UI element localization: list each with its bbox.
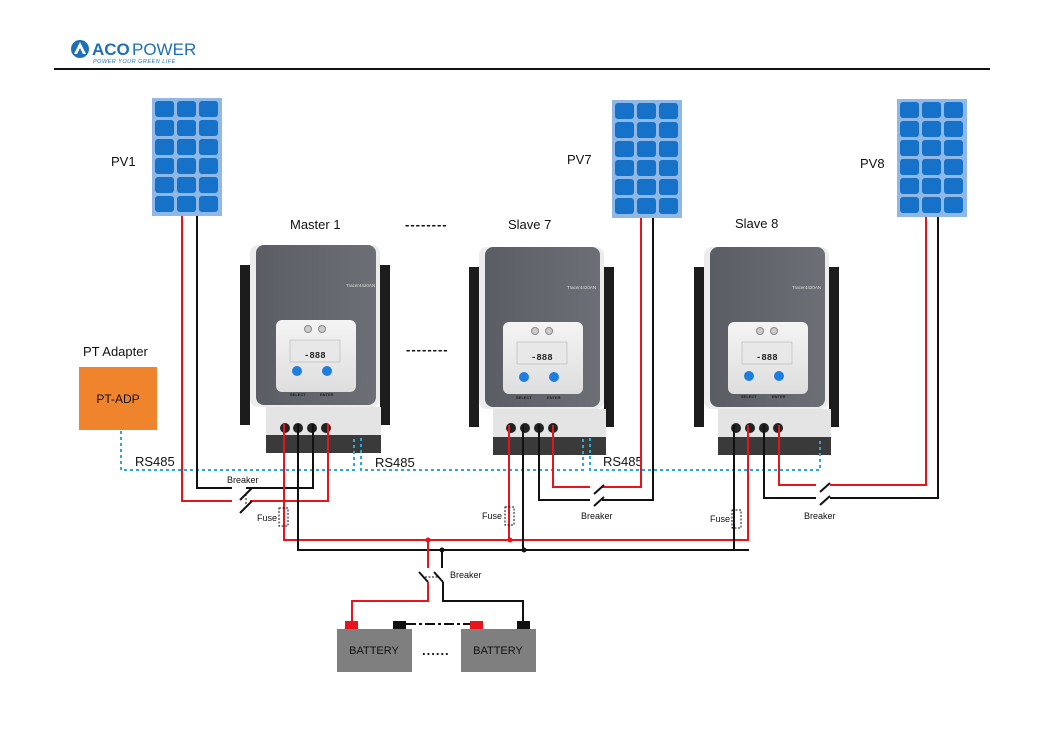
fuse-label: Fuse bbox=[710, 514, 730, 524]
rs485-bus: RS485 RS485 RS485 bbox=[121, 431, 820, 470]
breaker-icon bbox=[594, 485, 604, 506]
enter-label: ENTER bbox=[547, 395, 561, 400]
controller-label-slave8: Slave 8 bbox=[735, 216, 778, 231]
solar-panel-icon bbox=[897, 99, 967, 217]
breaker-label: Breaker bbox=[450, 570, 482, 580]
mounting-bracket-right bbox=[380, 265, 390, 425]
pt-adapter-title: PT Adapter bbox=[83, 344, 148, 359]
controller-label-master: Master 1 bbox=[290, 217, 341, 232]
enter-button[interactable] bbox=[322, 366, 332, 376]
controller-model: Tracer4420AN bbox=[567, 285, 596, 290]
fuse-label: Fuse bbox=[482, 511, 502, 521]
select-button[interactable] bbox=[292, 366, 302, 376]
select-label: SELECT bbox=[290, 392, 306, 397]
lcd-readout: -888 bbox=[304, 351, 326, 361]
brand-tagline: POWER YOUR GREEN LIFE bbox=[93, 59, 176, 65]
battery-positive-terminal bbox=[345, 621, 358, 629]
brand-logo-icon bbox=[71, 40, 89, 58]
fuse-label: Fuse bbox=[257, 513, 277, 523]
solar-panel-icon bbox=[612, 100, 682, 218]
battery-negative-terminal bbox=[393, 621, 406, 629]
rs485-label: RS485 bbox=[603, 454, 643, 469]
pt-adapter: PT Adapter PT-ADP bbox=[79, 344, 157, 430]
pt-adapter-label: PT-ADP bbox=[96, 392, 139, 406]
pv-panel-1: PV1 bbox=[111, 98, 222, 216]
rs485-label: RS485 bbox=[135, 454, 175, 469]
brand-name-prefix: ACO bbox=[92, 40, 130, 59]
select-label: SELECT bbox=[516, 395, 532, 400]
brand-name-suffix: POWER bbox=[132, 40, 196, 59]
battery-label: BATTERY bbox=[349, 645, 399, 657]
mounting-bracket-left bbox=[694, 267, 704, 427]
mounting-bracket-left bbox=[240, 265, 250, 425]
controllers-middle-ellipsis: -------- bbox=[406, 342, 449, 357]
pv-panel-7: PV7 bbox=[567, 100, 682, 218]
breaker-icon bbox=[820, 483, 830, 505]
select-label: SELECT bbox=[741, 394, 757, 399]
enter-label: ENTER bbox=[772, 394, 786, 399]
solar-panel-icon bbox=[152, 98, 222, 216]
pv-label: PV7 bbox=[567, 152, 592, 167]
mounting-bracket-left bbox=[469, 267, 479, 427]
battery-negative-terminal bbox=[517, 621, 530, 629]
lcd-readout: -888 bbox=[531, 353, 553, 363]
battery-1: BATTERY bbox=[337, 621, 412, 672]
enter-button[interactable] bbox=[774, 371, 784, 381]
breaker-label: Breaker bbox=[227, 475, 259, 485]
controller-master-1: Tracer4420AN -888 SELECT ENTER bbox=[240, 245, 390, 453]
controller-label-slave7: Slave 7 bbox=[508, 217, 551, 232]
controllers-ellipsis: -------- bbox=[405, 217, 448, 232]
controller-slave-7: Tracer4420AN -888 SELECT ENTER bbox=[469, 247, 614, 455]
breaker-icon bbox=[419, 572, 443, 582]
breaker-label: Breaker bbox=[581, 511, 613, 521]
mounting-bracket-right bbox=[829, 267, 839, 427]
header: ACO POWER POWER YOUR GREEN LIFE bbox=[54, 40, 990, 69]
breaker-label: Breaker bbox=[804, 511, 836, 521]
controller-model: Tracer4420AN bbox=[792, 285, 821, 290]
enter-button[interactable] bbox=[549, 372, 559, 382]
select-button[interactable] bbox=[519, 372, 529, 382]
battery-2: BATTERY bbox=[461, 621, 536, 672]
enter-label: ENTER bbox=[320, 392, 334, 397]
battery-label: BATTERY bbox=[473, 645, 523, 657]
pv-label: PV1 bbox=[111, 154, 136, 169]
battery-circuit: Breaker BATTERY ...... BATTERY bbox=[337, 540, 536, 672]
select-button[interactable] bbox=[744, 371, 754, 381]
lcd-readout: -888 bbox=[756, 353, 778, 363]
battery-ellipsis: ...... bbox=[422, 643, 450, 658]
controller-slave-8: Tracer4420AN -888 SELECT ENTER bbox=[694, 247, 839, 455]
pv-panel-8: PV8 bbox=[860, 99, 967, 217]
rs485-label: RS485 bbox=[375, 455, 415, 470]
battery-positive-terminal bbox=[470, 621, 483, 629]
pv-label: PV8 bbox=[860, 156, 885, 171]
mounting-bracket-right bbox=[604, 267, 614, 427]
controller-model: Tracer4420AN bbox=[346, 283, 375, 288]
